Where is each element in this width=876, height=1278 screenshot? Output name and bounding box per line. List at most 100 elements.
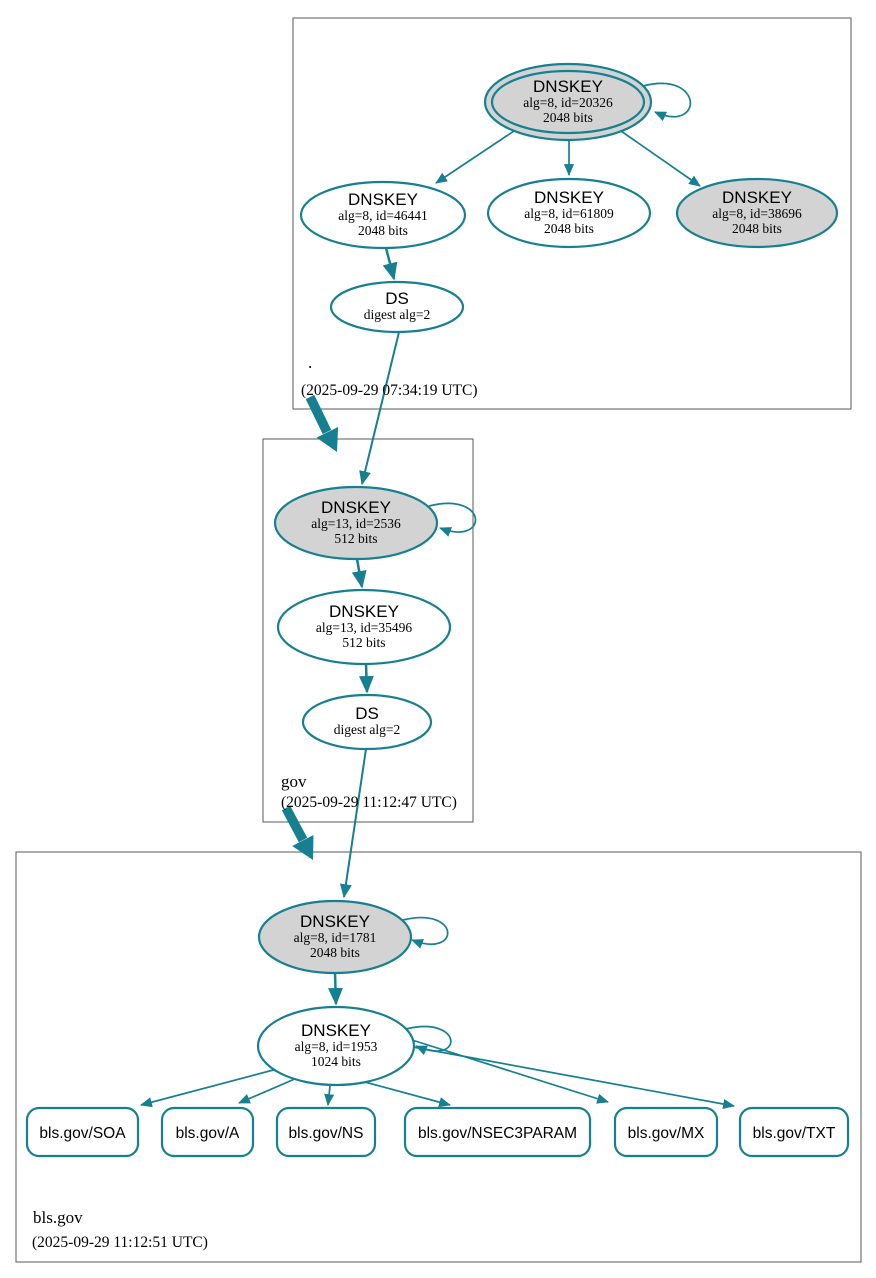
node-detail-alg: alg=8, id=1953 [295,1039,378,1054]
node-ellipse[interactable] [256,1005,416,1087]
node-rrset-soa[interactable]: bls.gov/SOA [25,1106,140,1158]
node-ellipse[interactable] [273,485,439,561]
edge-root-ds-to-gov-ksk [359,331,400,486]
node-title: DNSKEY [534,188,604,207]
node-title: DNSKEY [722,188,792,207]
node-detail-alg: alg=8, id=38696 [712,206,802,221]
edge-bls-zsk-to-nsec3param [360,1080,451,1108]
selfloop-gov-ksk [428,502,477,537]
delegation-arrow-root-to-gov [305,394,332,435]
rrset-box[interactable] [613,1106,719,1158]
node-detail-alg: alg=8, id=20326 [523,95,613,110]
edge-bls-zsk-to-ns [324,1085,335,1107]
selfloop-bls-ksk [402,916,449,949]
edge-gov-ksk-to-gov-zsk [351,558,367,589]
selfloop-root-ksk [642,82,692,122]
node-title: DS [385,289,409,308]
edge-bls-zsk-to-mx [411,1039,609,1104]
delegation-arrowhead-gov-to-bls [292,835,314,860]
node-title: DNSKEY [329,602,399,621]
rrset-box[interactable] [160,1106,255,1158]
edge-bls-zsk-to-txt [412,1046,736,1110]
node-gov-ds[interactable]: DS digest alg=2 [301,693,433,751]
node-root-dnskey-46441[interactable]: DNSKEY alg=8, id=46441 2048 bits [299,180,467,250]
edge-bls-zsk-to-soa [140,1068,278,1108]
node-rrset-mx[interactable]: bls.gov/MX [613,1106,719,1158]
node-root-ds[interactable]: DS digest alg=2 [329,280,465,334]
node-detail-bits: 1024 bits [311,1054,361,1069]
node-detail-digest: digest alg=2 [334,722,400,737]
rrset-box[interactable] [275,1106,377,1158]
node-detail-alg: alg=8, id=46441 [338,208,427,223]
node-bls-dnskey-1781[interactable]: DNSKEY alg=8, id=1781 2048 bits [257,899,413,975]
node-detail-bits: 512 bits [342,635,385,650]
node-detail-bits: 2048 bits [543,110,593,125]
node-ellipse[interactable] [486,177,652,249]
node-root-dnskey-20326[interactable]: DNSKEY alg=8, id=20326 2048 bits [483,62,653,142]
delegation-arrowhead-root-to-gov [316,427,339,452]
node-rrset-txt[interactable]: bls.gov/TXT [738,1106,850,1158]
node-detail-bits: 2048 bits [358,223,408,238]
node-rrset-nsec3param[interactable]: bls.gov/NSEC3PARAM [403,1106,592,1158]
node-ellipse[interactable] [257,899,413,975]
edge-root-ksk-to-zsk-46441 [435,130,515,184]
node-gov-dnskey-2536[interactable]: DNSKEY alg=13, id=2536 512 bits [273,485,439,561]
rrset-label: bls.gov/A [176,1125,240,1142]
node-detail-bits: 2048 bits [310,945,360,960]
edge-zsk-46441-to-root-ds [382,247,398,281]
node-title: DNSKEY [533,77,603,96]
nodes: DNSKEY alg=8, id=20326 2048 bits DNSKEY … [25,62,850,1158]
node-detail-alg: alg=8, id=61809 [524,206,614,221]
rrset-label: bls.gov/SOA [39,1125,126,1142]
node-detail-digest: digest alg=2 [364,307,430,322]
node-ellipse[interactable] [276,588,452,666]
zone-label-root: . [308,353,312,372]
node-gov-dnskey-35496[interactable]: DNSKEY alg=13, id=35496 512 bits [276,588,452,666]
rrset-box[interactable] [25,1106,140,1158]
zone-box-bls-gov [15,851,862,1263]
rrset-label: bls.gov/TXT [753,1125,836,1142]
node-title: DNSKEY [301,1021,371,1040]
ksk-inner-ellipse [490,69,646,135]
rrset-box[interactable] [403,1106,592,1158]
zone-labels: . (2025-09-29 07:34:19 UTC) gov (2025-09… [32,353,478,1251]
node-title: DNSKEY [321,498,391,517]
zone-box-root [292,17,852,410]
node-ellipse[interactable] [675,177,839,249]
node-title: DS [355,704,379,723]
edge-root-ksk-to-ksk-38696 [620,130,701,187]
node-detail-alg: alg=13, id=35496 [316,620,412,635]
node-detail-alg: alg=13, id=2536 [311,516,401,531]
node-bls-dnskey-1953[interactable]: DNSKEY alg=8, id=1953 1024 bits [256,1005,416,1087]
zone-label-bls-gov: bls.gov [33,1208,83,1227]
zone-timestamp-bls-gov: (2025-09-29 11:12:51 UTC) [32,1234,208,1251]
node-detail-bits: 2048 bits [544,221,594,236]
rrset-label: bls.gov/NSEC3PARAM [418,1125,577,1142]
ksk-outer-ellipse[interactable] [483,62,653,142]
delegation-arrow-gov-to-bls [281,805,308,843]
edges [140,130,736,1110]
zone-timestamp-gov: (2025-09-29 11:12:47 UTC) [281,794,457,811]
node-detail-bits: 2048 bits [732,221,782,236]
node-rrset-ns[interactable]: bls.gov/NS [275,1106,377,1158]
edge-gov-zsk-to-gov-ds [358,663,374,694]
zone-boxes [15,17,862,1263]
node-ellipse[interactable] [329,280,465,334]
selfloop-bls-zsk [405,1025,452,1056]
zone-timestamp-root: (2025-09-29 07:34:19 UTC) [301,382,478,399]
node-detail-bits: 512 bits [334,531,377,546]
node-rrset-a[interactable]: bls.gov/A [160,1106,255,1158]
node-root-dnskey-38696[interactable]: DNSKEY alg=8, id=38696 2048 bits [675,177,839,249]
node-ellipse[interactable] [299,180,467,250]
edge-gov-ds-to-bls-ksk [339,748,367,899]
zone-box-gov [262,438,474,823]
delegation-arrows [281,394,339,860]
node-ellipse[interactable] [301,693,433,751]
edge-bls-zsk-to-a [238,1077,298,1104]
zone-label-gov: gov [281,772,307,791]
node-root-dnskey-61809[interactable]: DNSKEY alg=8, id=61809 2048 bits [486,177,652,249]
node-title: DNSKEY [300,912,370,931]
rrset-box[interactable] [738,1106,850,1158]
node-title: DNSKEY [348,190,418,209]
